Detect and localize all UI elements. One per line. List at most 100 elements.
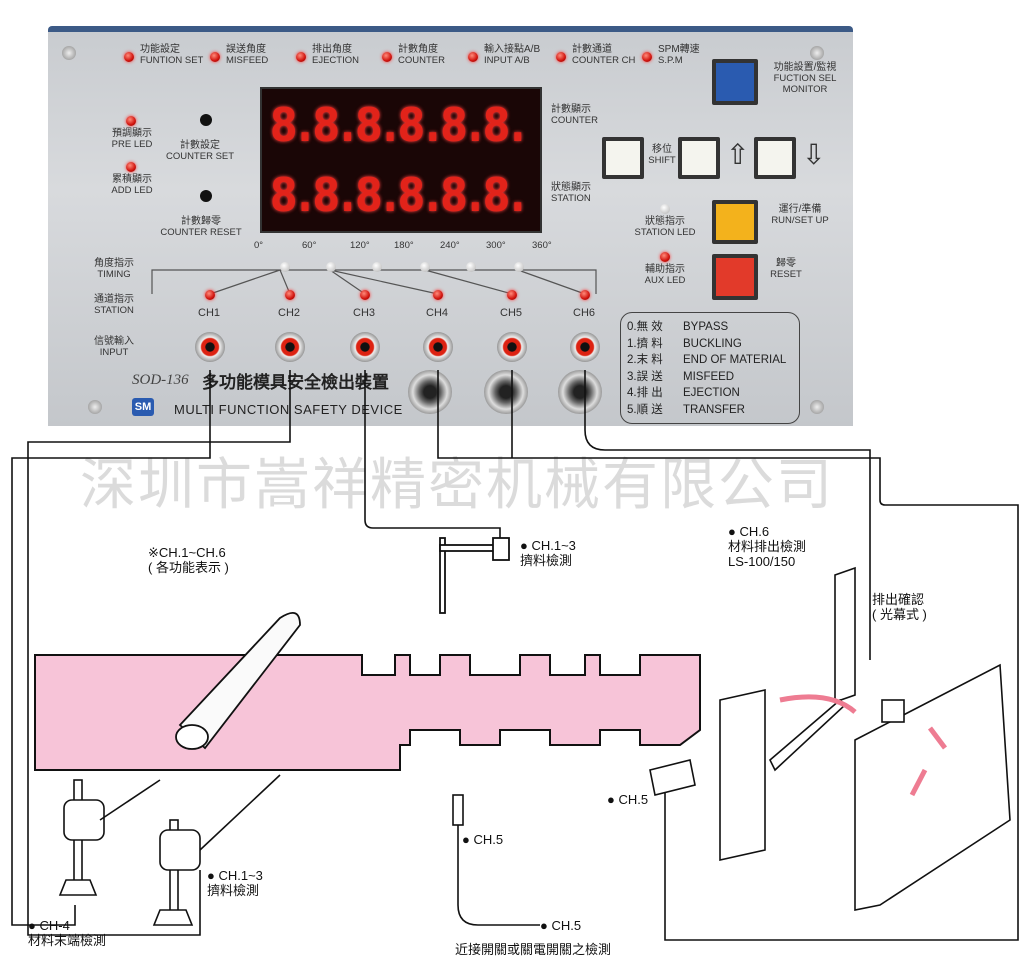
brand-logo: SM	[132, 398, 154, 416]
connector-socket[interactable]	[408, 370, 452, 414]
model-number: SOD-136	[132, 372, 189, 388]
screw-icon	[88, 400, 102, 414]
angle-label: 360°	[532, 240, 552, 251]
timing-led	[420, 262, 430, 272]
down-arrow-icon: ⇩	[802, 139, 826, 170]
counter-reset-button[interactable]	[200, 190, 212, 202]
product-title-zh: 多功能模具安全檢出裝置	[202, 373, 389, 393]
function-sel-button[interactable]	[712, 59, 758, 105]
input-jack-ch3[interactable]	[350, 332, 380, 362]
cable-ch6	[584, 370, 871, 660]
channel-label: CH4	[426, 307, 449, 319]
angle-label: 0°	[254, 240, 264, 251]
label-ch5-mid: ● CH.5	[462, 832, 504, 847]
input-jack-ch1[interactable]	[195, 332, 225, 362]
led-spm	[642, 52, 652, 62]
station-led-ch3	[360, 290, 370, 300]
end-sensor-clamp	[58, 779, 161, 896]
timing-led	[280, 262, 290, 272]
screw-icon	[62, 46, 76, 60]
cable-ch1	[11, 370, 211, 926]
timing-led	[466, 262, 476, 272]
led-misfeed	[210, 52, 220, 62]
station-digits: 8.8.8.8.8.8.	[270, 168, 526, 222]
channel-label: CH6	[573, 307, 596, 319]
station-led-ch2	[285, 290, 295, 300]
product-title-en: MULTI FUNCTION SAFETY DEVICE	[174, 402, 403, 417]
station-led-ch1	[205, 290, 215, 300]
angle-label: 300°	[486, 240, 506, 251]
angle-label: 240°	[440, 240, 460, 251]
angle-label: 120°	[350, 240, 370, 251]
label-proximity: 近接開關或關電開關之檢測	[455, 942, 612, 957]
left-key-button[interactable]	[602, 137, 644, 179]
cable-ch3	[364, 370, 501, 545]
cable-ch2	[27, 370, 291, 936]
led-display: 8.8.8.8.8.8. 8.8.8.8.8.8.	[260, 87, 542, 233]
timing-led	[326, 262, 336, 272]
led-input-ab	[468, 52, 478, 62]
cable-ch5-bottom	[457, 820, 540, 926]
led-counter	[382, 52, 392, 62]
up-button[interactable]	[754, 137, 796, 179]
input-jack-ch5[interactable]	[497, 332, 527, 362]
station-indicator-led	[660, 204, 670, 214]
eject-arrow-icon	[779, 694, 947, 797]
buckling-sensor-top	[439, 537, 510, 614]
counter-digits: 8.8.8.8.8.8.	[270, 98, 526, 152]
shift-button[interactable]	[678, 137, 720, 179]
angle-label: 180°	[394, 240, 414, 251]
label-eject-confirm: 排出確認( 光幕式 )	[872, 592, 927, 622]
channel-label: CH1	[198, 307, 221, 319]
reset-button[interactable]	[712, 254, 758, 300]
timing-led	[514, 262, 524, 272]
input-jack-ch6[interactable]	[570, 332, 600, 362]
run-setup-button[interactable]	[712, 200, 758, 244]
connector-socket[interactable]	[558, 370, 602, 414]
led-ejection	[296, 52, 306, 62]
input-jack-ch4[interactable]	[423, 332, 453, 362]
buckling-sensor-clamp	[152, 774, 281, 926]
input-jack-ch2[interactable]	[275, 332, 305, 362]
cable-ch4	[437, 370, 1019, 941]
led-pre	[126, 116, 136, 126]
connector-socket[interactable]	[484, 370, 528, 414]
timing-led	[372, 262, 382, 272]
led-function-set	[124, 52, 134, 62]
channel-label: CH5	[500, 307, 523, 319]
note-channels: ※CH.1~CH.6( 各功能表示 )	[148, 545, 229, 575]
material-strip	[34, 654, 701, 771]
screw-icon	[810, 400, 824, 414]
screw-icon	[810, 46, 824, 60]
counter-set-button[interactable]	[200, 114, 212, 126]
up-arrow-icon: ⇧	[726, 139, 750, 170]
station-led-ch5	[507, 290, 517, 300]
